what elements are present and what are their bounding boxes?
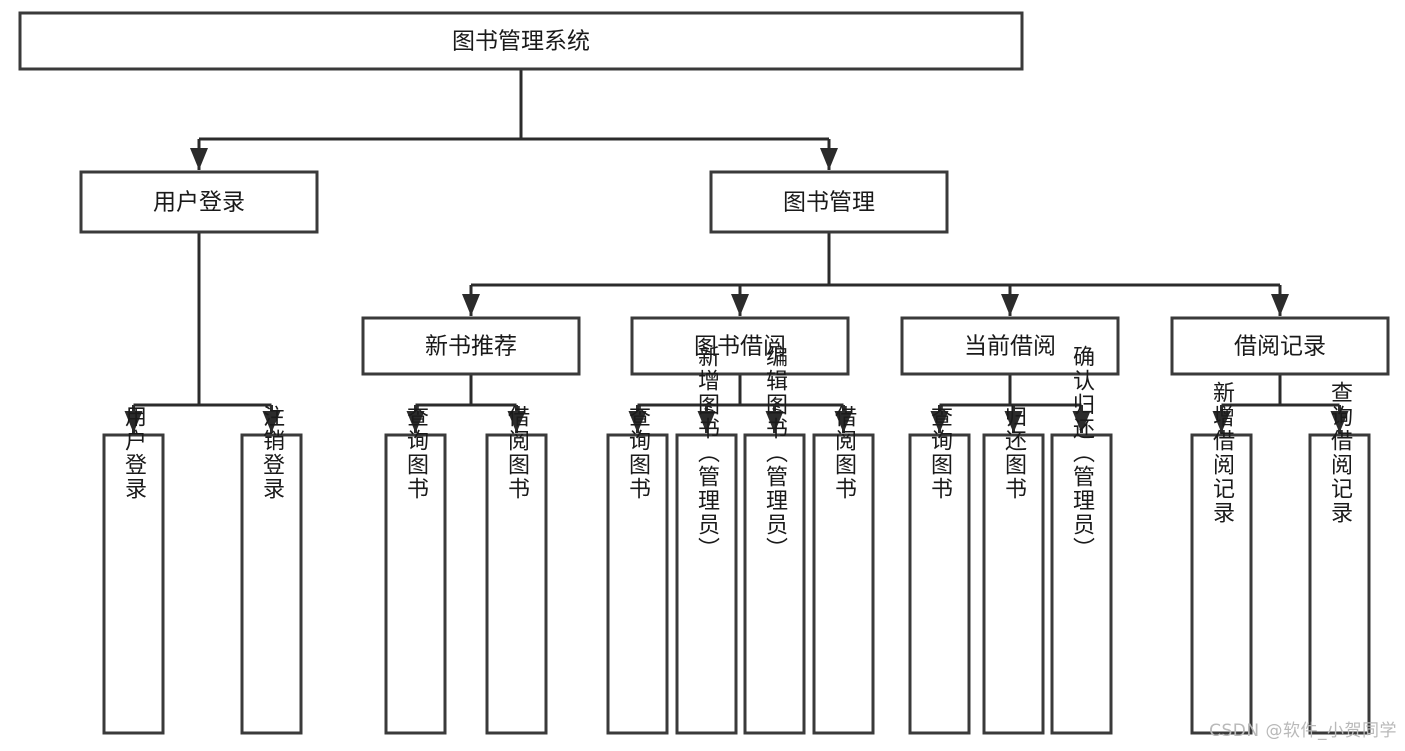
node-root-box[interactable] xyxy=(18,11,1024,71)
node-borrow-record-label: 借阅记录 xyxy=(1234,334,1326,360)
node-leaf-query-book-3-label: 查询图书 xyxy=(927,405,953,501)
node-leaf-borrow-book-1-label: 借阅图书 xyxy=(504,405,530,501)
arrow-down-icon-leaf-current-borrow-1 xyxy=(1004,411,1023,433)
arrow-down-icon-leaf-book-borrow-1 xyxy=(697,411,716,433)
arrow-down-icon-level3-3 xyxy=(1271,294,1289,316)
node-root[interactable]: 图书管理系统 xyxy=(18,11,1024,71)
node-leaf-user-logout[interactable]: 注销登录 xyxy=(240,405,303,735)
node-leaf-query-book-2-box[interactable] xyxy=(606,433,669,735)
node-book-manage-label: 图书管理 xyxy=(783,190,875,216)
node-leaf-add-book-label: 新增图书（管理员） xyxy=(694,345,720,561)
arrow-down-icon-leaf-current-borrow-2 xyxy=(1072,411,1091,433)
node-book-borrow-label: 图书借阅 xyxy=(694,334,786,360)
node-leaf-query-book-3-box[interactable] xyxy=(908,433,971,735)
arrow-down-icon-leaf-user-login-1 xyxy=(262,411,281,433)
arrow-down-icon-level3-0 xyxy=(462,294,480,316)
node-user-login[interactable]: 用户登录 xyxy=(79,170,319,234)
node-leaf-edit-book-box[interactable] xyxy=(743,433,806,735)
node-leaf-confirm-return[interactable]: 确认归还（管理员） xyxy=(1050,345,1113,735)
node-leaf-query-book-2-label: 查询图书 xyxy=(625,405,651,501)
node-leaf-query-book-1-box[interactable] xyxy=(384,433,447,735)
arrow-down-icon-leaf-user-login-0 xyxy=(124,411,143,433)
arrow-down-icon-leaf-book-borrow-3 xyxy=(834,411,853,433)
node-user-login-label: 用户登录 xyxy=(153,190,245,216)
node-borrow-record-box[interactable] xyxy=(1170,316,1390,376)
node-new-book-recommend[interactable]: 新书推荐 xyxy=(361,316,581,376)
node-leaf-add-book-box[interactable] xyxy=(675,433,738,735)
node-leaf-query-book-1-label: 查询图书 xyxy=(403,405,429,501)
node-leaf-query-book-3[interactable]: 查询图书 xyxy=(908,405,971,735)
arrow-down-icon-leaf-current-borrow-0 xyxy=(930,411,949,433)
node-new-book-recommend-label: 新书推荐 xyxy=(425,334,517,360)
node-leaf-confirm-return-label: 确认归还（管理员） xyxy=(1069,345,1095,561)
node-leaf-user-login-label: 用户登录 xyxy=(121,405,147,501)
arrow-down-icon-level2-0 xyxy=(190,148,208,170)
node-current-borrow-box[interactable] xyxy=(900,316,1120,376)
arrow-down-icon-level3-2 xyxy=(1001,294,1019,316)
node-leaf-edit-book-label: 编辑图书（管理员） xyxy=(762,345,788,561)
node-leaf-borrow-book-1[interactable]: 借阅图书 xyxy=(485,405,548,735)
connector-layer xyxy=(124,69,1349,433)
node-leaf-borrow-book-2[interactable]: 借阅图书 xyxy=(812,405,875,735)
arrow-down-icon-leaf-book-borrow-0 xyxy=(628,411,647,433)
node-leaf-add-book[interactable]: 新增图书（管理员） xyxy=(675,345,738,735)
node-leaf-user-login[interactable]: 用户登录 xyxy=(102,405,165,735)
node-leaf-borrow-book-1-box[interactable] xyxy=(485,433,548,735)
node-leaf-user-logout-box[interactable] xyxy=(240,433,303,735)
node-leaf-add-record[interactable]: 新增借阅记录 xyxy=(1190,381,1253,735)
node-leaf-query-record-label: 查询借阅记录 xyxy=(1327,381,1353,525)
node-current-borrow[interactable]: 当前借阅 xyxy=(900,316,1120,376)
node-leaf-return-book[interactable]: 归还图书 xyxy=(982,405,1045,735)
arrow-down-icon-level3-1 xyxy=(731,294,749,316)
arrow-down-icon-leaf-new-book-recommend-1 xyxy=(507,411,526,433)
node-leaf-user-logout-label: 注销登录 xyxy=(259,405,285,501)
node-root-label: 图书管理系统 xyxy=(452,29,590,55)
node-leaf-borrow-book-2-box[interactable] xyxy=(812,433,875,735)
node-leaf-add-record-box[interactable] xyxy=(1190,433,1253,735)
node-borrow-record[interactable]: 借阅记录 xyxy=(1170,316,1390,376)
node-leaf-confirm-return-box[interactable] xyxy=(1050,433,1113,735)
node-layer: 图书管理系统用户登录图书管理新书推荐图书借阅当前借阅借阅记录用户登录注销登录查询… xyxy=(18,11,1390,735)
arrow-down-icon-leaf-borrow-record-1 xyxy=(1330,411,1349,433)
node-leaf-edit-book[interactable]: 编辑图书（管理员） xyxy=(743,345,806,735)
node-leaf-query-book-1[interactable]: 查询图书 xyxy=(384,405,447,735)
node-book-borrow[interactable]: 图书借阅 xyxy=(630,316,850,376)
node-leaf-query-book-2[interactable]: 查询图书 xyxy=(606,405,669,735)
node-leaf-borrow-book-2-label: 借阅图书 xyxy=(831,405,857,501)
node-new-book-recommend-box[interactable] xyxy=(361,316,581,376)
node-book-manage-box[interactable] xyxy=(709,170,949,234)
node-current-borrow-label: 当前借阅 xyxy=(964,334,1056,360)
node-leaf-return-book-label: 归还图书 xyxy=(1001,405,1027,501)
node-leaf-query-record-box[interactable] xyxy=(1308,433,1371,735)
node-user-login-box[interactable] xyxy=(79,170,319,234)
arrow-down-icon-leaf-book-borrow-2 xyxy=(765,411,784,433)
arrow-down-icon-level2-1 xyxy=(820,148,838,170)
watermark-text: CSDN @软件_小贺同学 xyxy=(1209,721,1397,741)
node-leaf-user-login-box[interactable] xyxy=(102,433,165,735)
node-leaf-add-record-label: 新增借阅记录 xyxy=(1209,381,1235,525)
node-book-borrow-box[interactable] xyxy=(630,316,850,376)
node-book-manage[interactable]: 图书管理 xyxy=(709,170,949,234)
node-leaf-query-record[interactable]: 查询借阅记录 xyxy=(1308,381,1371,735)
arrow-down-icon-leaf-borrow-record-0 xyxy=(1212,411,1231,433)
node-leaf-return-book-box[interactable] xyxy=(982,433,1045,735)
arrow-down-icon-leaf-new-book-recommend-0 xyxy=(406,411,425,433)
